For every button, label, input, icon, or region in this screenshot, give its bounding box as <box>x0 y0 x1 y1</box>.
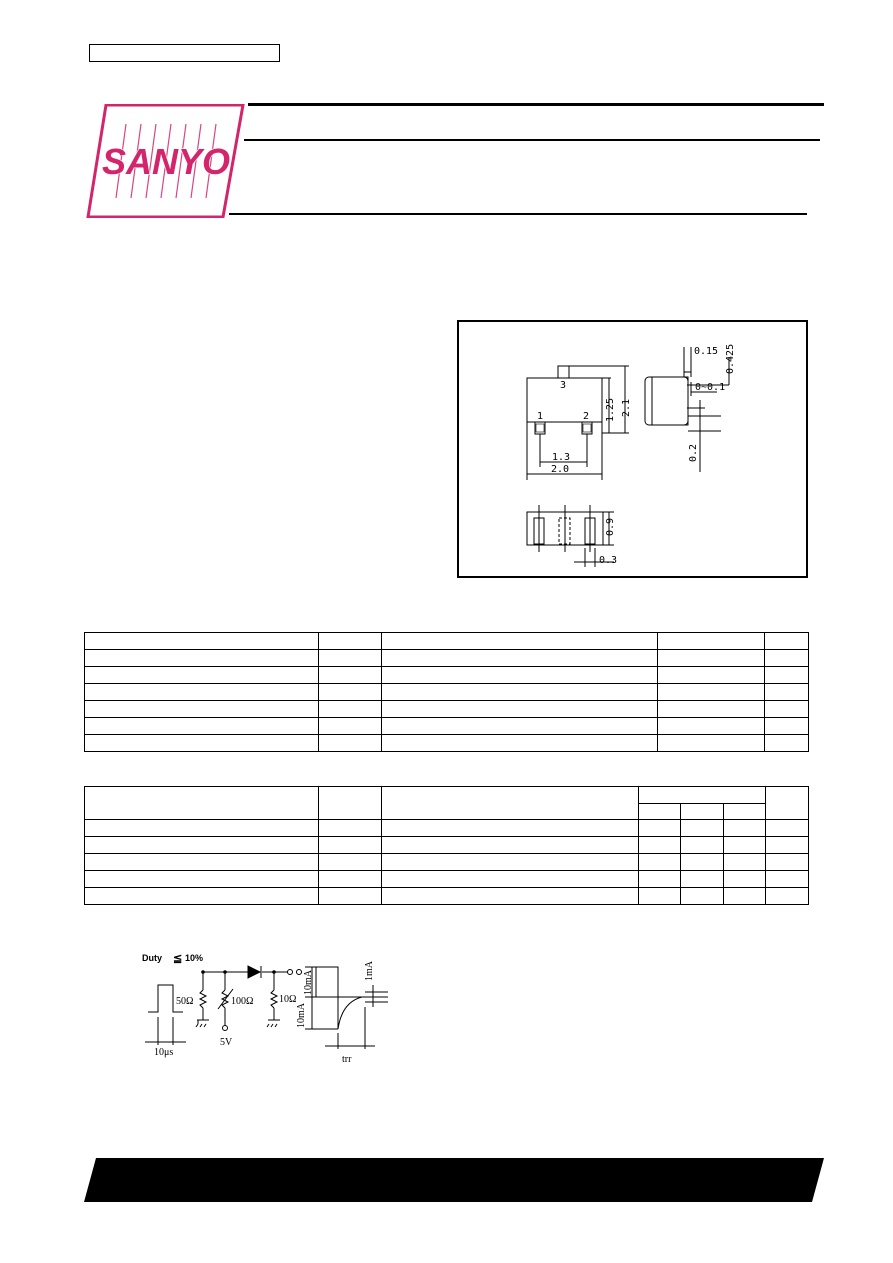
table-row <box>84 700 809 718</box>
dim-0-9: 0.9 <box>605 518 616 536</box>
table-row <box>84 649 809 667</box>
r2-label: 100Ω <box>231 996 253 1007</box>
duty-symbol: ≦ <box>173 953 182 965</box>
table-row <box>84 717 809 735</box>
footer-band <box>84 1158 824 1202</box>
duty-label: Duty <box>142 953 162 963</box>
pin-3-label: 3 <box>560 380 566 391</box>
table-row <box>84 853 810 871</box>
sanyo-logo-text: SANYO <box>102 141 230 182</box>
trr-test-circuit: Duty ≦ 10% 50Ω 100Ω 10Ω 5V 10μs trr 10mA… <box>142 953 388 1065</box>
table-row <box>85 803 809 820</box>
table-row <box>84 734 809 752</box>
package-outline-drawing: 3 1 2 1.25 2.1 1.3 2.0 0.15 0.425 0~0.1 … <box>457 320 808 578</box>
table-row <box>84 632 809 650</box>
header-rule-bottom <box>229 213 807 215</box>
i-fwd-label: 10mA <box>303 969 314 995</box>
pin-1-label: 1 <box>537 411 543 422</box>
duty-value: 10% <box>185 953 203 963</box>
dim-0-3: 0.3 <box>599 555 617 566</box>
i-rev-label: 10mA <box>296 1002 307 1028</box>
table-row <box>84 683 809 701</box>
supply-label: 5V <box>220 1037 233 1048</box>
table-row <box>84 836 810 854</box>
dim-0-425: 0.425 <box>725 344 736 374</box>
header-rule-middle <box>244 139 820 141</box>
dim-0-15: 0.15 <box>694 346 718 357</box>
r3-label: 10Ω <box>279 994 296 1005</box>
dim-2-1: 2.1 <box>621 399 632 417</box>
sanyo-logo: SANYO <box>86 104 245 218</box>
pulse-width-label: 10μs <box>154 1047 173 1058</box>
trr-label: trr <box>342 1054 352 1065</box>
pin-2-label: 2 <box>583 411 589 422</box>
r1-label: 50Ω <box>176 996 193 1007</box>
dim-1-25: 1.25 <box>605 398 616 422</box>
header-rule-top <box>248 103 824 106</box>
characteristics-table <box>84 786 810 905</box>
table-row <box>84 870 810 888</box>
table-row <box>84 819 810 837</box>
table-row <box>84 887 810 905</box>
table-row <box>84 786 810 820</box>
document-number-box <box>89 44 280 62</box>
ratings-table <box>84 632 809 752</box>
dim-0-2: 0.2 <box>688 444 699 462</box>
i-rec-label: 1mA <box>364 960 375 981</box>
dim-1-3: 1.3 <box>552 452 570 463</box>
package-drawing-svg: 3 1 2 1.25 2.1 1.3 2.0 0.15 0.425 0~0.1 … <box>526 344 736 567</box>
table-row <box>84 666 809 684</box>
dim-0-0-1: 0~0.1 <box>695 382 725 393</box>
dim-2-0: 2.0 <box>551 464 569 475</box>
